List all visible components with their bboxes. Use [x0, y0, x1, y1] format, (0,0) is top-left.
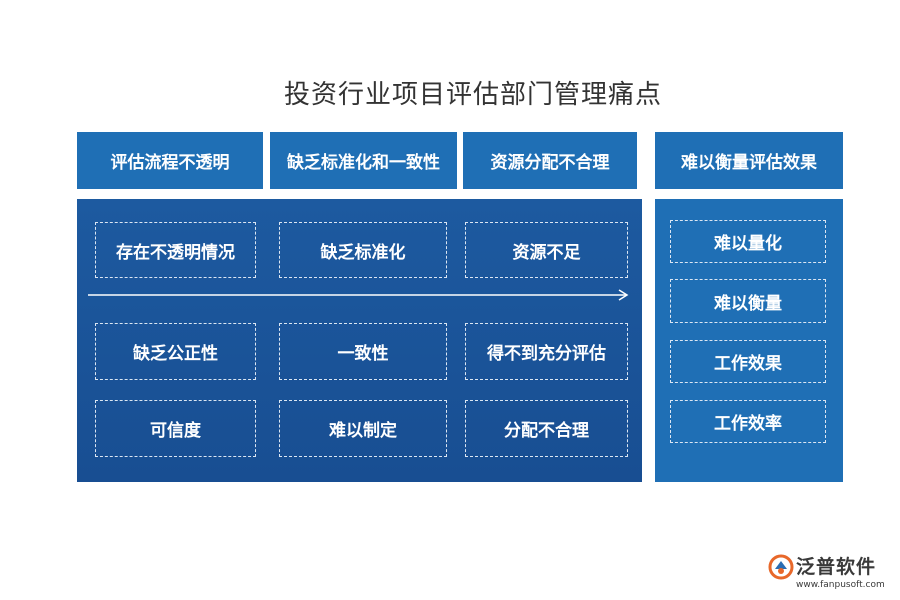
left-panel — [77, 199, 642, 482]
logo-url: www.fanpusoft.com — [796, 580, 885, 590]
brand-logo: 泛普软件 www.fanpusoft.com — [768, 552, 893, 597]
header-lack-standardization: 缺乏标准化和一致性 — [270, 132, 457, 189]
item-work-efficiency: 工作效率 — [670, 400, 826, 443]
diagram-title: 投资行业项目评估部门管理痛点 — [283, 80, 662, 110]
cell-opaque-situation: 存在不透明情况 — [95, 222, 256, 278]
fanpu-logo-icon — [768, 554, 794, 580]
cell-insufficient-resources: 资源不足 — [465, 222, 628, 278]
item-hard-to-quantify: 难以量化 — [670, 220, 826, 263]
header-resource-allocation: 资源分配不合理 — [463, 132, 637, 189]
cell-not-fully-evaluated: 得不到充分评估 — [465, 323, 628, 380]
item-work-effect: 工作效果 — [670, 340, 826, 383]
cell-consistency: 一致性 — [279, 323, 447, 380]
item-hard-to-measure: 难以衡量 — [670, 279, 826, 323]
header-opaque-process: 评估流程不透明 — [77, 132, 263, 189]
cell-unreasonable-allocation: 分配不合理 — [465, 400, 628, 457]
cell-lack-fairness: 缺乏公正性 — [95, 323, 256, 380]
cell-credibility: 可信度 — [95, 400, 256, 457]
logo-name: 泛普软件 — [796, 556, 877, 578]
cell-hard-to-formulate: 难以制定 — [279, 400, 447, 457]
flow-arrow — [88, 289, 629, 301]
header-hard-to-measure: 难以衡量评估效果 — [655, 132, 843, 189]
cell-lack-standard: 缺乏标准化 — [279, 222, 447, 278]
